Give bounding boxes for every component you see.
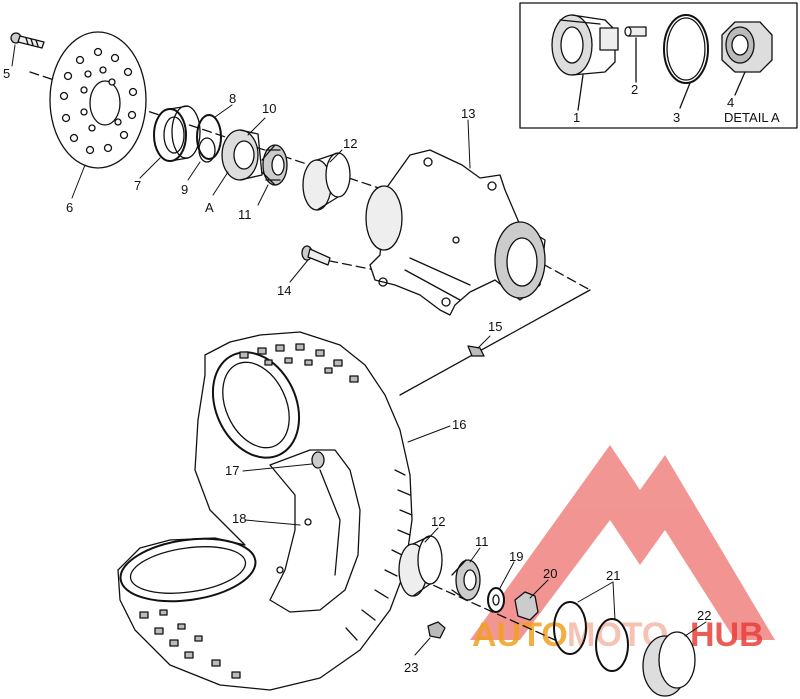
- callout-18: 18: [232, 511, 246, 526]
- callout-1: 1: [573, 110, 580, 125]
- watermark-logo: [470, 445, 775, 640]
- callout-19: 19: [509, 549, 523, 564]
- part-16-tire: [117, 331, 413, 691]
- callout-9: 9: [181, 182, 188, 197]
- callout-22: 22: [697, 608, 711, 623]
- part-12-race-upper: [302, 152, 351, 211]
- detail-a-box: [519, 2, 798, 129]
- part-8-ring: [196, 114, 222, 160]
- callout-20: 20: [543, 566, 557, 581]
- detail-ref-a: A: [205, 200, 214, 215]
- part-17-valve: [311, 451, 325, 469]
- part-18-rim: [269, 449, 361, 613]
- part-5-bolt: [10, 32, 45, 49]
- callout-13: 13: [461, 106, 475, 121]
- part-6-brake-disc: [49, 31, 147, 169]
- callout-12b: 12: [431, 514, 445, 529]
- callout-4: 4: [727, 95, 734, 110]
- callout-11: 11: [238, 207, 252, 222]
- callout-10: 10: [262, 101, 276, 116]
- detail-part-2-pin: [624, 26, 647, 37]
- callout-16: 16: [452, 417, 466, 432]
- part-7-seal: [153, 105, 201, 162]
- part-20-nut: [514, 591, 539, 621]
- callout-23: 23: [404, 660, 418, 675]
- part-15-lug-nut: [467, 345, 485, 357]
- callout-14: 14: [277, 283, 291, 298]
- callout-7: 7: [134, 178, 141, 193]
- part-11-bearing-lower: [451, 559, 481, 601]
- watermark-word-auto: AUTO: [472, 616, 568, 654]
- leader-lines: [11, 44, 707, 656]
- callout-11b: 11: [475, 534, 489, 549]
- part-11-bearing-upper: [261, 144, 288, 186]
- detail-part-1-lock-hub: [551, 14, 619, 76]
- callout-17: 17: [225, 463, 239, 478]
- part-9-washer: [198, 137, 216, 163]
- part-14-stud: [301, 245, 331, 266]
- part-10-lock-hub: [221, 129, 263, 181]
- part-13-hub: [365, 149, 546, 316]
- callout-labels: 1 2 3 4 DETAIL A 5 6 7 8 9 10 11 12 13 1…: [3, 66, 780, 675]
- part-19-washer: [487, 587, 505, 613]
- watermark-word-hub: HUB: [690, 616, 764, 654]
- part-21-oring-b: [595, 618, 629, 672]
- watermark-triangle: [470, 445, 775, 640]
- callout-21: 21: [606, 568, 620, 583]
- callout-12: 12: [343, 136, 357, 151]
- part-12-race-lower: [398, 535, 443, 597]
- detail-part-3-oring: [663, 14, 709, 84]
- callout-8: 8: [229, 91, 236, 106]
- callout-15: 15: [488, 319, 502, 334]
- callout-2: 2: [631, 82, 638, 97]
- part-21-oring-a: [553, 601, 587, 655]
- part-22-cap: [642, 631, 696, 697]
- detail-a-caption: DETAIL A: [724, 110, 780, 125]
- part-23-bolt: [427, 621, 446, 639]
- callout-6: 6: [66, 200, 73, 215]
- callout-5: 5: [3, 66, 10, 81]
- detail-part-4-nut: [721, 21, 773, 73]
- callout-3: 3: [673, 110, 680, 125]
